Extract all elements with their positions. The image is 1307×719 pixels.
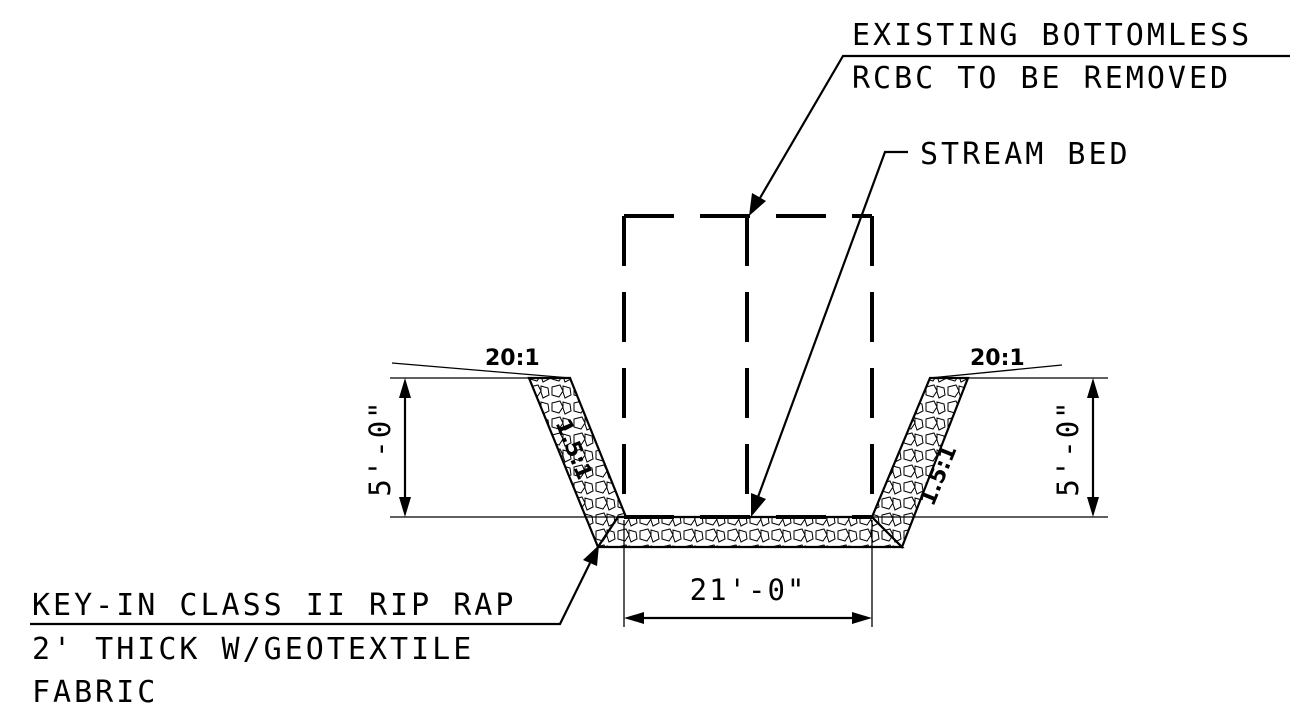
keyin-leader [30, 562, 591, 626]
width-arrow-left [624, 612, 644, 624]
left-top-slope-label: 20:1 [485, 346, 540, 371]
existing-leader [759, 54, 1290, 199]
keyin-label-line2: 2' THICK W/GEOTEXTILE [32, 632, 474, 667]
existing-leader-arrow [749, 193, 766, 216]
left-dim-arrow-bottom [399, 497, 411, 517]
stream-bed-arrow [751, 493, 766, 517]
bottom-width-dim-text: 21'-0" [690, 573, 807, 607]
existing-rcbc-label-line1: EXISTING BOTTOMLESS [852, 18, 1252, 53]
right-dim-arrow-top [1087, 378, 1099, 398]
right-top-slope-label: 20:1 [970, 346, 1025, 371]
right-height-dim-text: 5'-0" [1051, 399, 1085, 496]
keyin-label-line1: KEY-IN CLASS II RIP RAP [32, 588, 516, 623]
keyin-arrow [583, 545, 599, 566]
riprap-bottom [595, 515, 905, 549]
existing-rcbc-label-line2: RCBC TO BE REMOVED [852, 61, 1231, 96]
left-ground-line [391, 362, 571, 379]
right-dim-arrow-bottom [1087, 497, 1099, 517]
stream-bed-label: STREAM BED [920, 137, 1131, 172]
stream-bed-leader [756, 150, 908, 498]
width-arrow-right [852, 612, 872, 624]
right-ground-line [929, 364, 1063, 379]
keyin-label-line3: FABRIC [32, 675, 158, 710]
left-dim-arrow-top [399, 378, 411, 398]
left-height-dim-text: 5'-0" [363, 399, 397, 496]
